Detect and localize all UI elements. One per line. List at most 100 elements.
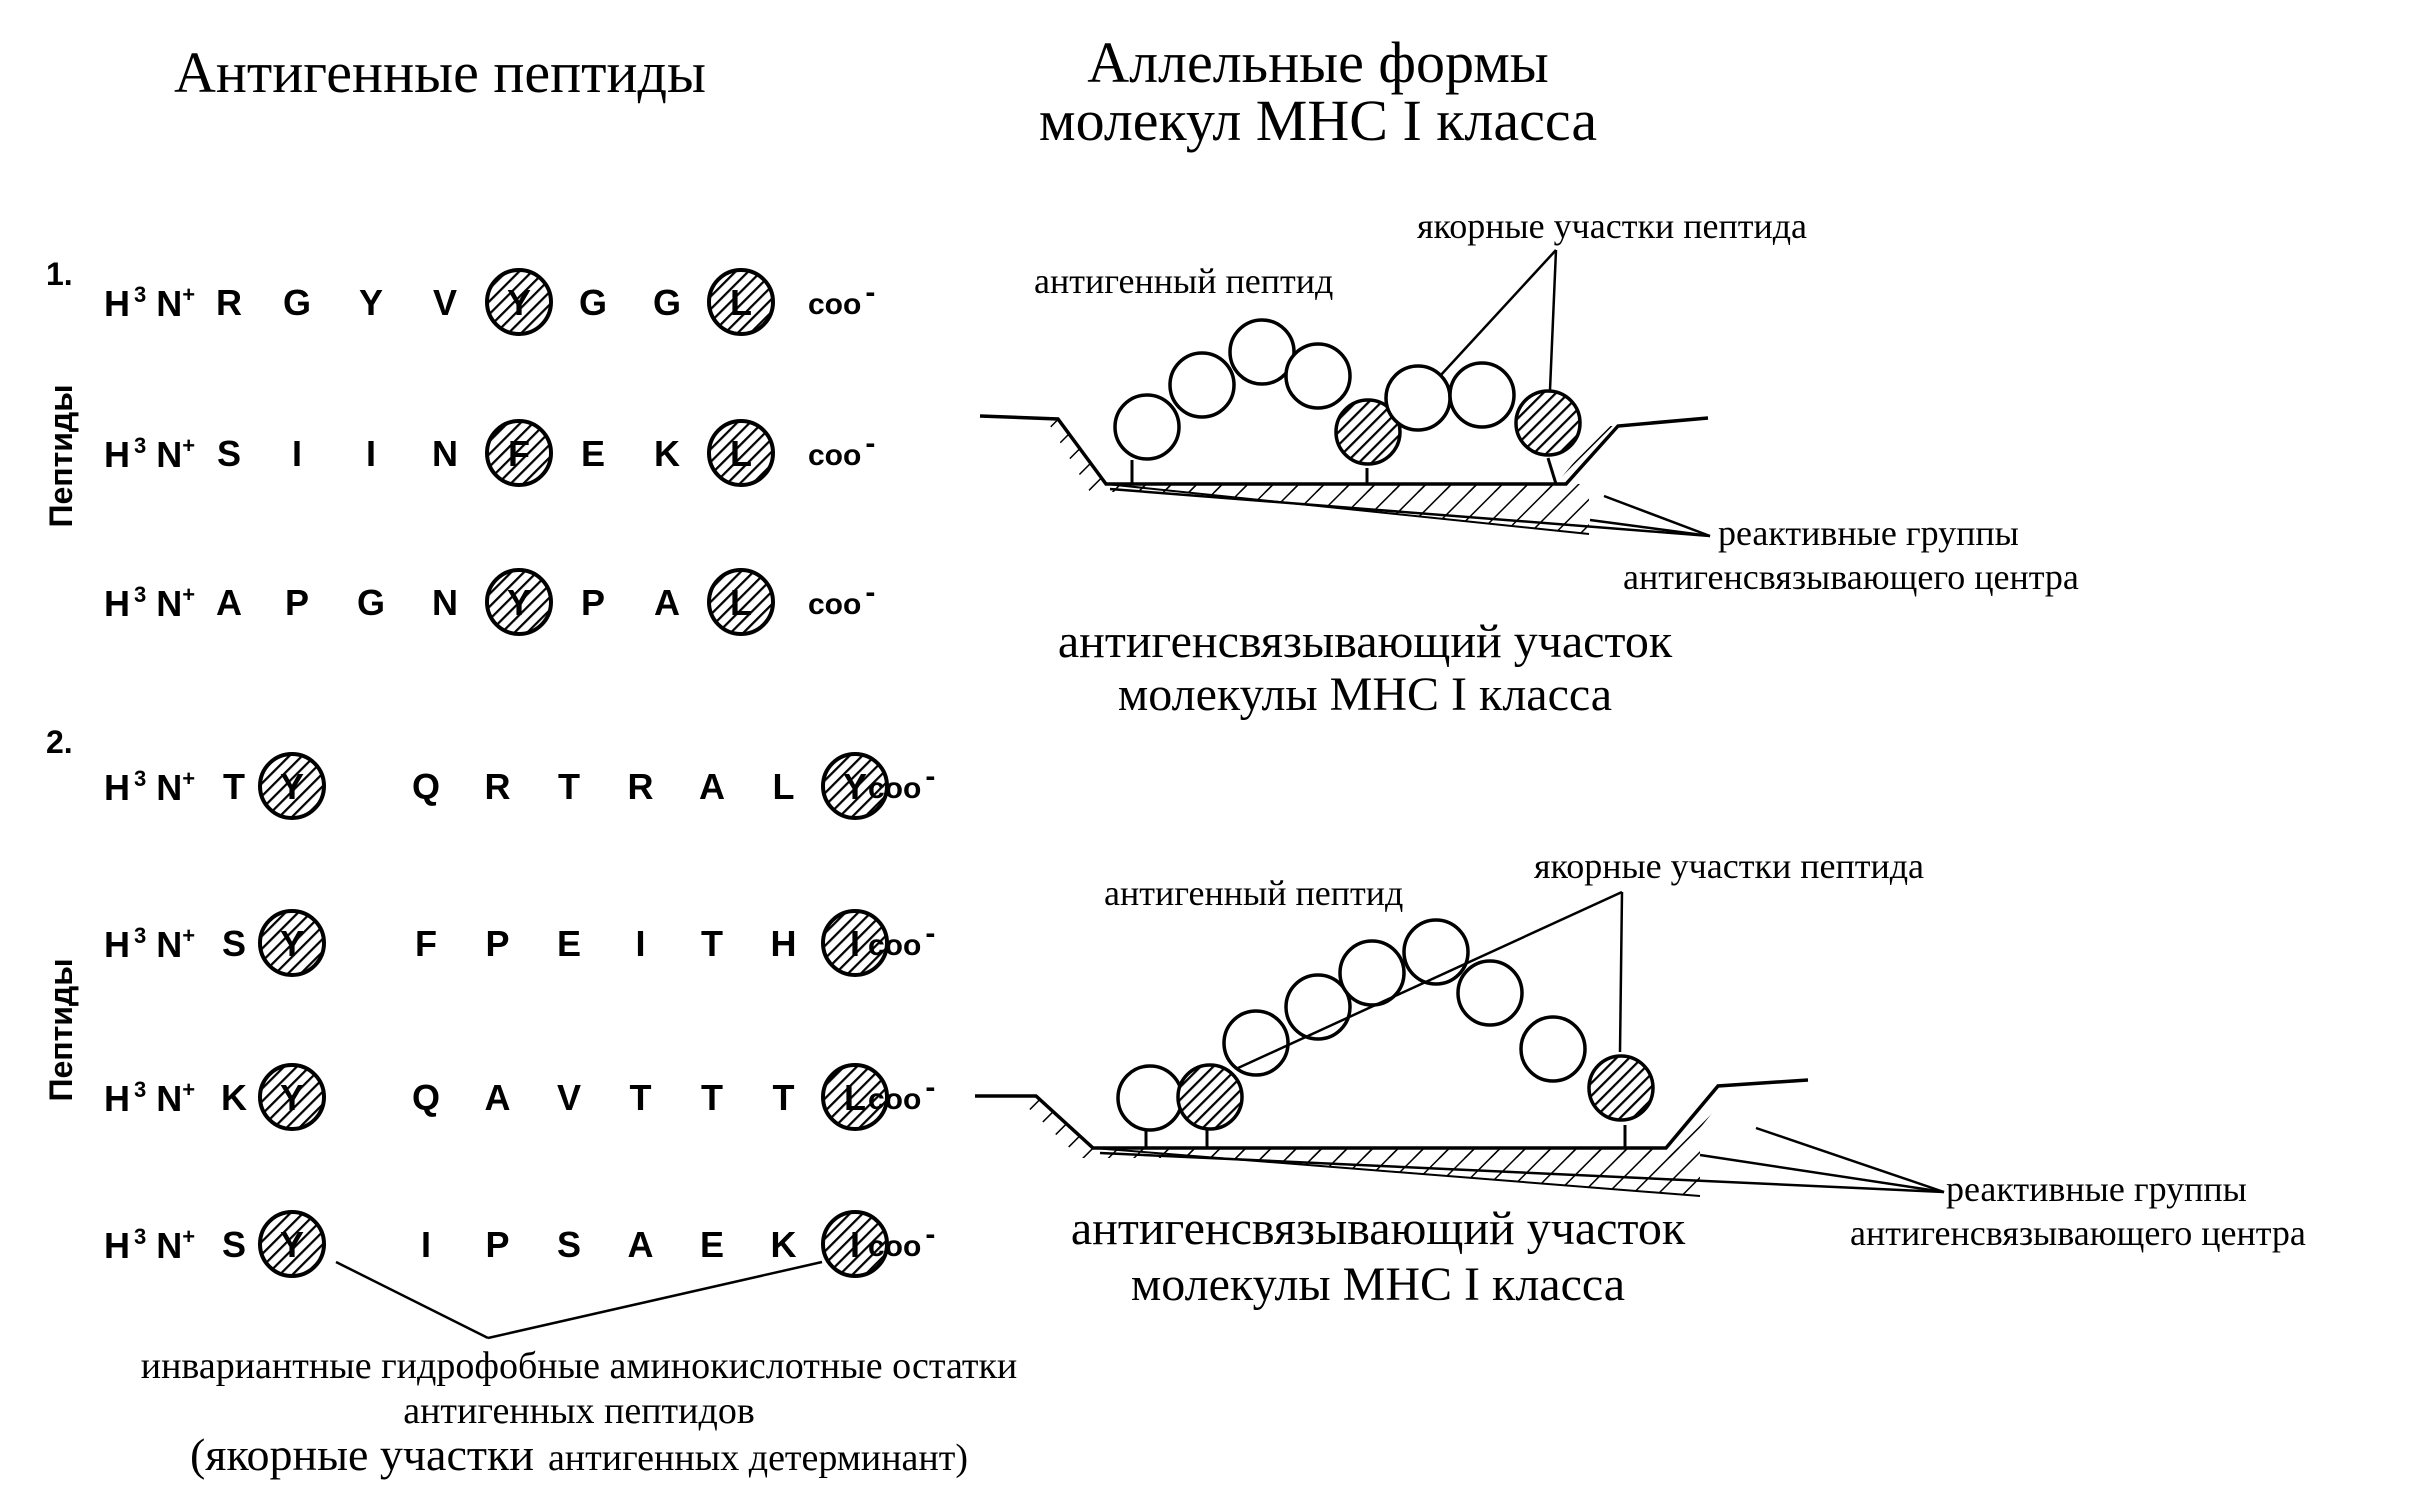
- note-pointer-left: [335, 1260, 489, 1340]
- bead: [1228, 318, 1296, 386]
- bead: [1448, 361, 1516, 429]
- residue-letter: S: [222, 1224, 246, 1265]
- anchor-residue-circle: [258, 1063, 326, 1131]
- residue-letter: A: [699, 766, 725, 807]
- group-1-side-label: Пептиды: [43, 384, 79, 527]
- bead: [1116, 1064, 1184, 1132]
- residue-letter: T: [558, 766, 580, 807]
- bead: [1456, 959, 1524, 1027]
- pocket-bottom-reactive-pointer-1: [1099, 1151, 1945, 1194]
- residue-letter: F: [415, 923, 437, 964]
- bead: [1338, 939, 1406, 1007]
- pocket-bottom-floor-line: [1092, 1147, 1701, 1197]
- residue-letter: I: [292, 433, 302, 474]
- residue-letter: A: [654, 582, 680, 623]
- bead: [1284, 342, 1352, 410]
- pocket-top-anchor-label: якорные участки пептида: [1417, 206, 1807, 246]
- c-terminus: coo-: [868, 917, 935, 962]
- residue-letter: L: [730, 582, 752, 623]
- pocket-top-reactive-pointer-1: [1109, 487, 1711, 538]
- anchor-residue-circle: [707, 568, 775, 636]
- residue-letter: E: [700, 1224, 724, 1265]
- bead: [1168, 351, 1236, 419]
- residue-letter: Q: [412, 766, 440, 807]
- residue-letter: E: [557, 923, 581, 964]
- pocket-top-reactive-pointer-3: [1589, 518, 1711, 538]
- residue-letter: G: [579, 282, 607, 323]
- bead: [1113, 393, 1181, 461]
- anchor-residue-circle: [821, 1210, 889, 1278]
- pocket-bottom-reactive-pointer-2: [1699, 1153, 1945, 1194]
- residue-letter: P: [485, 923, 509, 964]
- pocket-top-anchor-pointer-1: [1439, 249, 1557, 377]
- group-1-number: 1.: [46, 256, 73, 292]
- residue-letter: Y: [280, 1077, 304, 1118]
- bead: [1519, 1015, 1587, 1083]
- residue-letter: R: [485, 766, 511, 807]
- anchor-bead: [1514, 389, 1582, 457]
- residue-letter: V: [433, 282, 457, 323]
- bottom-note-line-3: (якорные участки антигенных детерминант): [190, 1429, 968, 1480]
- residue-letter: L: [844, 1077, 866, 1118]
- residue-letter: H: [771, 923, 797, 964]
- residue-letter: P: [581, 582, 605, 623]
- residue-letter: S: [222, 923, 246, 964]
- residue-letter: F: [508, 433, 530, 474]
- bottom-note-line-2: антигенных пептидов: [403, 1390, 755, 1432]
- residue-letter: Y: [507, 582, 531, 623]
- residue-letter: K: [771, 1224, 797, 1265]
- c-terminus: coo-: [808, 576, 875, 621]
- residue-letter: Q: [412, 1077, 440, 1118]
- anchor-residue-circle: [707, 419, 775, 487]
- residue-letter: R: [628, 766, 654, 807]
- anchor-residue-circle: [485, 268, 553, 336]
- pocket-bottom-caption-1: антигенсвязывающий участок: [1071, 1202, 1686, 1255]
- residue-letter: E: [581, 433, 605, 474]
- pocket-top-outline: [979, 414, 1709, 486]
- anchor-residue-circle: [821, 1063, 889, 1131]
- residue-letter: P: [285, 582, 309, 623]
- pocket-bottom-reactive-label-2: антигенсвязывающего центра: [1850, 1213, 2306, 1253]
- pocket-top-reactive-pointer-2: [1603, 494, 1711, 538]
- residue-letter: I: [635, 923, 645, 964]
- pocket-top-stems: [1130, 457, 1558, 485]
- anchor-residue-circle: [485, 419, 553, 487]
- residue-letter: Y: [280, 1224, 304, 1265]
- anchor-residue-circle: [707, 268, 775, 336]
- residue-letter: I: [421, 1224, 431, 1265]
- note-pointer-right: [487, 1260, 823, 1340]
- residue-letter: R: [216, 282, 242, 323]
- bead: [1222, 1009, 1290, 1077]
- bead: [1402, 918, 1470, 986]
- pocket-top-reactive-label-1: реактивные группы: [1718, 513, 2019, 553]
- pocket-bottom-anchor-label: якорные участки пептида: [1534, 846, 1924, 886]
- residue-letter: N: [432, 582, 458, 623]
- pocket-bottom-reactive-pointer-3: [1755, 1126, 1945, 1194]
- residue-letter: L: [730, 433, 752, 474]
- anchor-residue-circle: [258, 909, 326, 977]
- pocket-top: якорные участки пептида антигенный пепти…: [979, 206, 2079, 721]
- anchor-residue-circle: [485, 568, 553, 636]
- c-terminus: coo-: [868, 760, 935, 805]
- residue-letter: T: [701, 1077, 723, 1118]
- pocket-top-caption-2: молекулы МНС I класса: [1118, 668, 1612, 721]
- residue-letter: Y: [280, 923, 304, 964]
- pocket-bottom-anchor-pointer-2: [1618, 891, 1624, 1053]
- residue-letter: S: [217, 433, 241, 474]
- group-2-number: 2.: [46, 724, 73, 760]
- pocket-bottom: якорные участки пептида антигенный пепти…: [975, 846, 2306, 1311]
- pocket-top-reactive-label-2: антигенсвязывающего центра: [1623, 557, 2079, 597]
- pocket-bottom-peptide-label: антигенный пептид: [1104, 873, 1403, 913]
- c-terminus: coo-: [808, 427, 875, 472]
- residue-letter: T: [223, 766, 245, 807]
